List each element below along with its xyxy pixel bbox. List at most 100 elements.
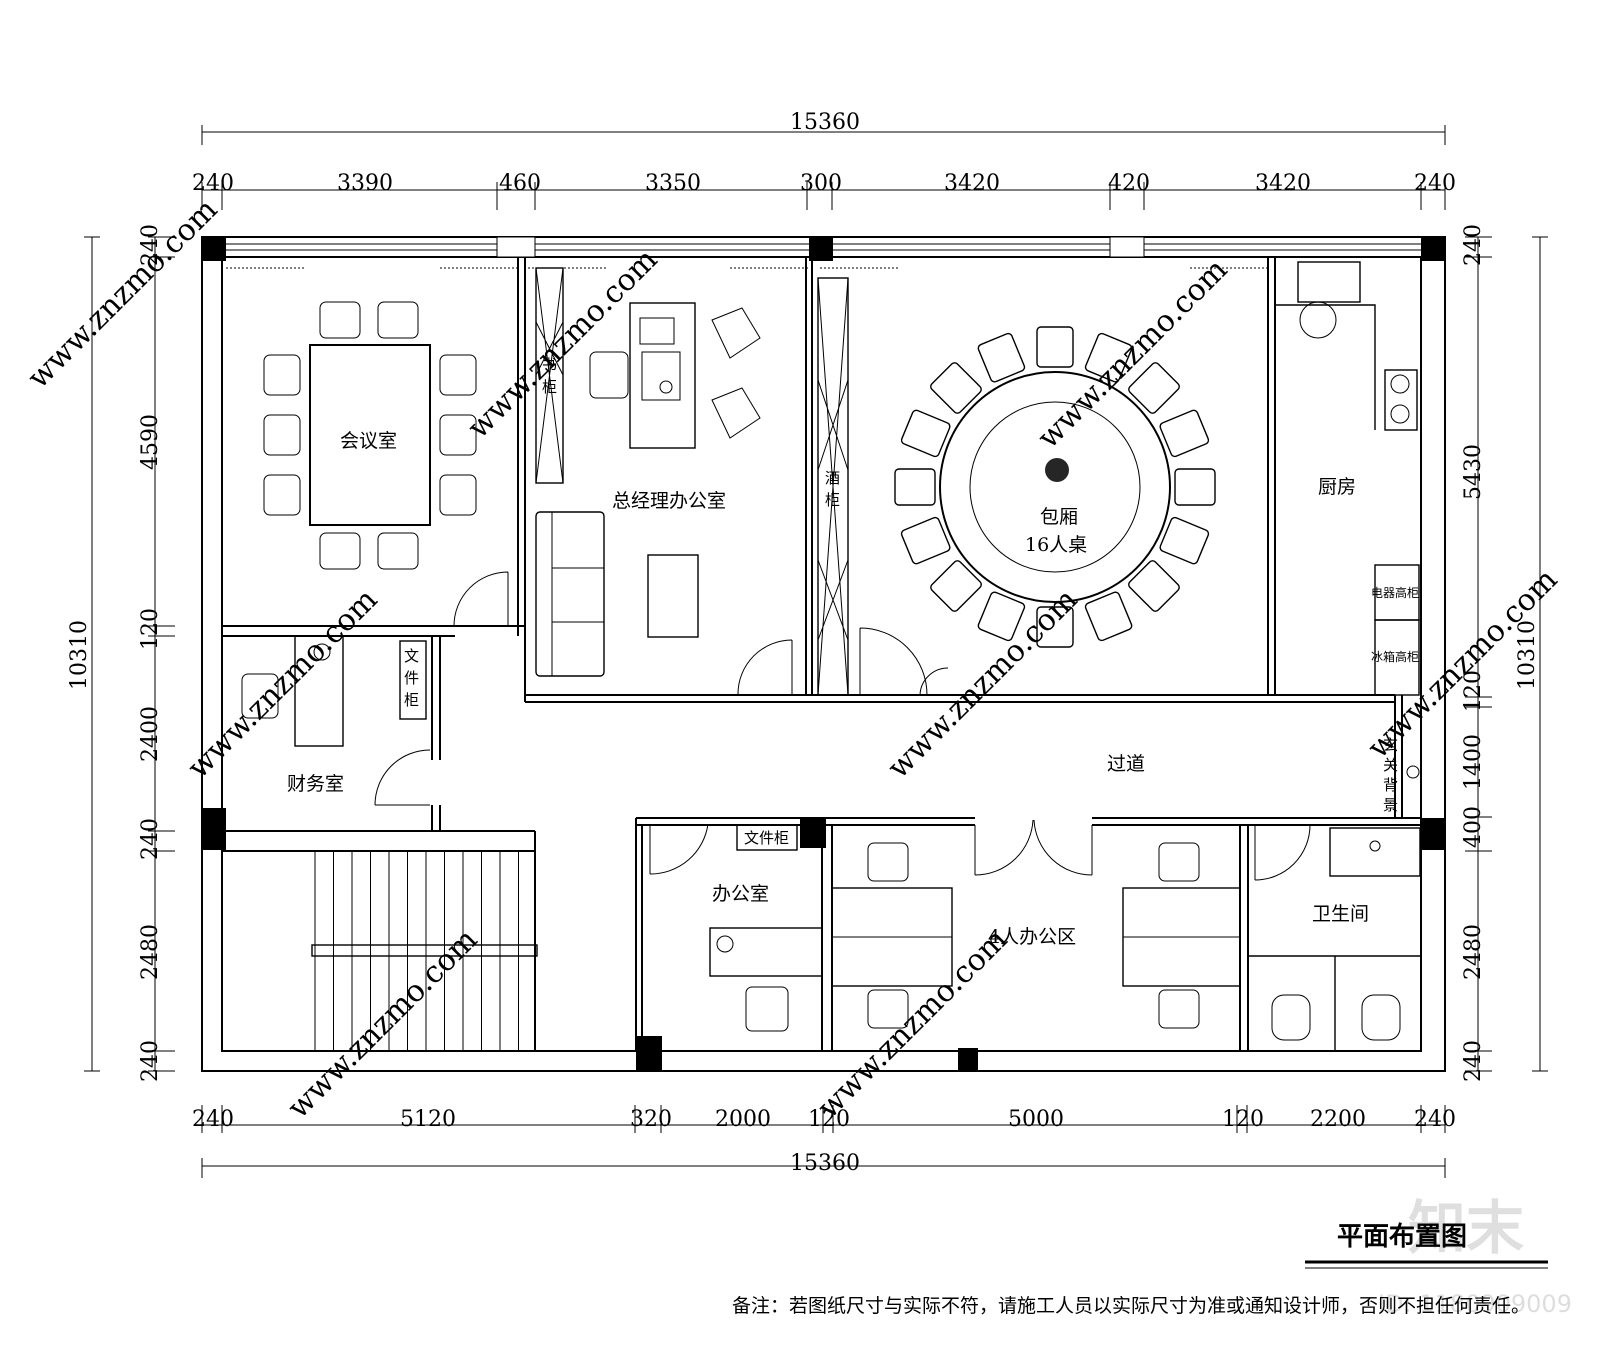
watermark-text: www.znzmo.com bbox=[181, 582, 384, 785]
chair-ring bbox=[894, 326, 1216, 648]
chair bbox=[1084, 332, 1133, 383]
watermark-text: www.znzmo.com bbox=[1031, 252, 1234, 455]
bottom-dimensions: 240 5120 320 2000 120 5000 120 2200 240 … bbox=[192, 1105, 1456, 1178]
dim-right-seg: 240 bbox=[1461, 1040, 1486, 1082]
chair bbox=[900, 516, 951, 565]
dim-left-overall: 10310 bbox=[67, 620, 92, 690]
dim-top-seg: 3390 bbox=[337, 171, 393, 196]
room-label-gm-office: 总经理办公室 bbox=[612, 490, 726, 512]
book-cabinet-label: 书 bbox=[542, 356, 557, 374]
dim-bottom-seg: 5000 bbox=[1008, 1107, 1064, 1132]
room-label-private-room: 包厢 bbox=[1040, 506, 1078, 528]
chair bbox=[977, 332, 1026, 383]
dim-bottom-seg: 2000 bbox=[715, 1107, 771, 1132]
title-block: 平面布置图 备注：若图纸尺寸与实际不符，请施工人员以实际尺寸为准或通知设计师，否… bbox=[732, 1194, 1572, 1318]
room-label-office: 办公室 bbox=[712, 883, 769, 905]
file-cabinet-office-label: 文件柜 bbox=[744, 829, 789, 847]
room-label-meeting: 会议室 bbox=[340, 430, 397, 452]
dim-left-seg: 120 bbox=[138, 608, 163, 650]
drawing-title: 平面布置图 bbox=[1337, 1222, 1467, 1252]
wine-cabinet-label: 柜 bbox=[825, 491, 840, 509]
file-cabinet-label: 件 bbox=[404, 669, 419, 687]
dim-left-seg: 2480 bbox=[138, 924, 163, 980]
watermark-text: www.znzmo.com bbox=[811, 922, 1014, 1125]
dim-right-seg: 2480 bbox=[1461, 924, 1486, 980]
dim-left-seg: 240 bbox=[138, 818, 163, 860]
chair bbox=[900, 409, 951, 458]
wine-cabinet: 酒 柜 bbox=[817, 277, 849, 696]
finance-room: 文 件 柜 财务室 bbox=[241, 635, 427, 795]
dim-overall-top: 15360 bbox=[790, 110, 860, 135]
dim-top-seg: 460 bbox=[499, 171, 541, 196]
chair bbox=[930, 362, 982, 414]
person-icon bbox=[1299, 301, 1337, 339]
dim-top-seg: 3350 bbox=[645, 171, 701, 196]
dim-right-seg: 1400 bbox=[1461, 734, 1486, 790]
office: 文件柜 办公室 bbox=[709, 824, 823, 1032]
toilet-icon bbox=[1271, 994, 1311, 1041]
chair bbox=[1128, 560, 1180, 612]
dim-right-seg: 120 bbox=[1461, 670, 1486, 712]
file-cabinet-label: 柜 bbox=[404, 691, 419, 709]
chair bbox=[894, 468, 936, 506]
chair bbox=[1128, 362, 1180, 414]
meeting-room: 会议室 bbox=[263, 301, 477, 570]
room-label-corridor: 过道 bbox=[1107, 753, 1145, 775]
chair bbox=[1084, 591, 1133, 642]
gm-office: 书 柜 总经理办公室 bbox=[535, 267, 761, 677]
appliance-cabinet-label: 电器高柜 bbox=[1371, 585, 1419, 600]
toilet-icon bbox=[1361, 994, 1401, 1041]
dim-right-seg: 5430 bbox=[1461, 444, 1486, 500]
watermark-layer: www.znzmo.com www.znzmo.com www.znzmo.co… bbox=[21, 192, 1564, 1125]
dim-bottom-seg: 240 bbox=[192, 1107, 234, 1132]
dim-right-overall: 10310 bbox=[1515, 620, 1540, 690]
watermark-text: www.znzmo.com bbox=[881, 582, 1084, 785]
dim-left-seg: 4590 bbox=[138, 414, 163, 470]
dim-top-seg: 240 bbox=[192, 171, 234, 196]
drawing-note: 备注：若图纸尺寸与实际不符，请施工人员以实际尺寸为准或通知设计师，否则不担任何责… bbox=[732, 1295, 1530, 1317]
right-dimensions: 10310 240 5430 120 1400 400 2480 240 bbox=[1461, 224, 1548, 1082]
interior-walls bbox=[222, 257, 1421, 1051]
entrance-backdrop-label: 景 bbox=[1383, 796, 1398, 814]
room-label-restroom: 卫生间 bbox=[1312, 903, 1369, 925]
dim-top-seg: 3420 bbox=[944, 171, 1000, 196]
chair bbox=[1159, 516, 1210, 565]
dim-left-seg: 240 bbox=[138, 224, 163, 266]
restroom: 卫生间 bbox=[1248, 827, 1421, 1051]
room-label-private-table: 16人桌 bbox=[1025, 534, 1087, 556]
dim-left-seg: 2400 bbox=[138, 706, 163, 762]
top-dimensions: 15360 240 3390 460 3350 300 3420 420 342… bbox=[192, 110, 1456, 210]
dim-bottom-seg: 2200 bbox=[1310, 1107, 1366, 1132]
dim-bottom-seg: 320 bbox=[630, 1107, 672, 1132]
corridor: 过道 玄 关 背 景 bbox=[1107, 736, 1420, 814]
dim-left-seg: 240 bbox=[138, 1040, 163, 1082]
dim-right-seg: 240 bbox=[1461, 224, 1486, 266]
left-dimensions: 10310 240 4590 120 2400 240 2480 240 bbox=[67, 224, 175, 1082]
entrance-backdrop-label: 玄 bbox=[1383, 736, 1398, 754]
chair bbox=[1174, 468, 1216, 506]
entrance-backdrop-label: 背 bbox=[1383, 776, 1398, 794]
kitchen: 电器高柜 冰箱高柜 厨房 bbox=[1275, 261, 1420, 696]
room-label-kitchen: 厨房 bbox=[1318, 476, 1356, 498]
stairwell bbox=[311, 851, 538, 1051]
stair-treads bbox=[314, 851, 519, 1051]
watermark-logo: 知末 bbox=[1408, 1194, 1524, 1262]
watermark-id: ID: 1180909009 bbox=[1378, 1290, 1572, 1318]
dim-bottom-seg: 120 bbox=[808, 1107, 850, 1132]
chair bbox=[1036, 326, 1074, 368]
room-label-finance: 财务室 bbox=[287, 773, 344, 795]
wine-cabinet-label: 酒 bbox=[825, 469, 840, 487]
dim-top-seg: 300 bbox=[800, 171, 842, 196]
dim-bottom-seg: 5120 bbox=[400, 1107, 456, 1132]
chair bbox=[977, 591, 1026, 642]
open-office: 4人办公区 bbox=[831, 842, 1241, 1029]
entrance-backdrop-label: 关 bbox=[1383, 756, 1398, 774]
room-label-open-office: 4人办公区 bbox=[988, 926, 1076, 948]
dim-top-seg: 420 bbox=[1108, 171, 1150, 196]
chair bbox=[1159, 409, 1210, 458]
dim-top-seg: 3420 bbox=[1255, 171, 1311, 196]
doors bbox=[374, 571, 1311, 881]
chair bbox=[1036, 606, 1074, 648]
dim-bottom-seg: 240 bbox=[1414, 1107, 1456, 1132]
